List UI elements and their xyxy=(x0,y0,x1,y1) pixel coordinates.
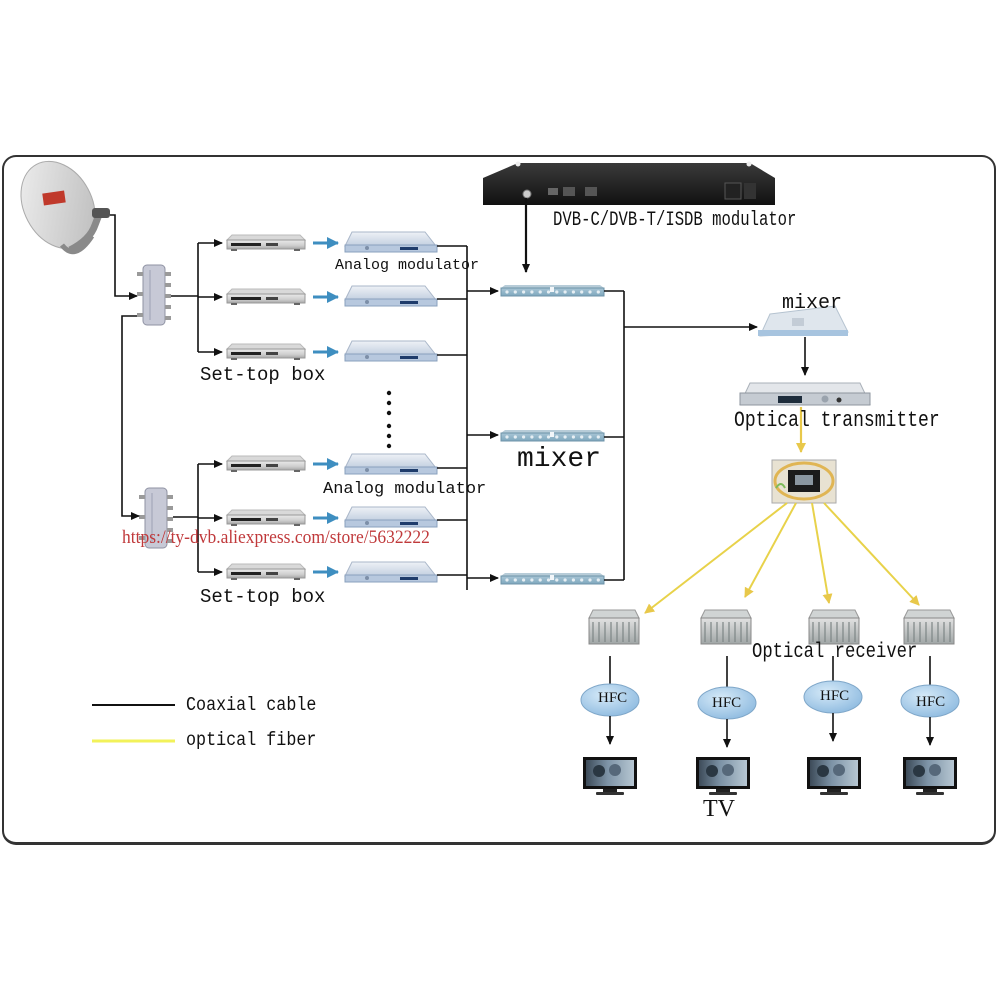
legend-coax-label: Coaxial cable xyxy=(186,694,317,716)
mixer-label-right: mixer xyxy=(782,292,843,315)
coax-mixers-to-mixer xyxy=(604,290,758,581)
hfc-label-2: HFC xyxy=(712,695,742,711)
tv-icon xyxy=(903,757,957,795)
set-top-box-icon xyxy=(225,509,307,526)
tv-icon xyxy=(583,757,637,795)
analog-modulator-icon xyxy=(344,231,438,253)
legend-fiber-label: optical fiber xyxy=(186,729,317,751)
set-top-box-icon xyxy=(225,343,307,360)
hfc-label-3: HFC xyxy=(820,688,850,704)
mixer-device-icon xyxy=(500,285,605,297)
set-top-box-label-top: Set-top box xyxy=(200,364,326,386)
coax-modulators-to-mixers xyxy=(437,245,499,590)
optical-receiver-label: Optical receiver xyxy=(752,641,918,664)
dvb-modulator-label: DVB-C/DVB-T/ISDB modulator xyxy=(553,209,797,232)
mixer-device-icon xyxy=(500,573,605,585)
hfc-label-1: HFC xyxy=(598,690,628,706)
tv-label: TV xyxy=(703,796,735,822)
hfc-label-4: HFC xyxy=(916,694,946,710)
analog-modulator-icon xyxy=(344,561,438,583)
tv-icon xyxy=(696,757,750,795)
optical-transmitter-device-icon xyxy=(739,382,871,406)
mixer-right-device-icon xyxy=(758,305,849,337)
optical-receiver-icon xyxy=(903,609,955,645)
analog-modulator-icon xyxy=(344,453,438,475)
satellite-dish-icon xyxy=(20,160,110,255)
optical-splitter-icon xyxy=(771,459,837,504)
coax-splitter-top-to-stbs xyxy=(171,239,223,356)
set-top-box-icon xyxy=(225,234,307,251)
optical-receiver-icon xyxy=(700,609,752,645)
set-top-box-icon xyxy=(225,455,307,472)
analog-modulator-label-top: Analog modulator xyxy=(335,257,480,274)
splitter-top-icon xyxy=(137,264,171,326)
set-top-box-icon xyxy=(225,563,307,580)
tv-icon xyxy=(807,757,861,795)
coax-splitter-link xyxy=(121,315,140,520)
analog-modulator-icon xyxy=(344,506,438,528)
analog-modulator-icon xyxy=(344,285,438,307)
dvb-modulator-device-icon xyxy=(483,161,775,205)
set-top-box-label-bottom: Set-top box xyxy=(200,586,326,608)
optical-receiver-icon xyxy=(588,609,640,645)
analog-modulator-label-bottom: Analog modulator xyxy=(323,480,487,499)
fiber-splitter-to-receivers xyxy=(644,502,920,614)
optical-receiver-icon xyxy=(808,609,860,645)
analog-modulator-icon xyxy=(344,340,438,362)
coax-dish-to-splitter xyxy=(110,214,138,300)
splitter-bottom-icon xyxy=(139,487,173,549)
mixer-label-center: mixer xyxy=(517,444,602,475)
set-top-box-icon xyxy=(225,288,307,305)
optical-transmitter-label: Optical transmitter xyxy=(734,408,940,433)
store-url-watermark[interactable]: https://ty-dvb.aliexpress.com/store/5632… xyxy=(122,527,430,548)
coax-splitter-bottom-to-stbs xyxy=(173,460,223,576)
ellipsis-dots xyxy=(386,390,392,449)
mixer-device-icon xyxy=(500,430,605,442)
